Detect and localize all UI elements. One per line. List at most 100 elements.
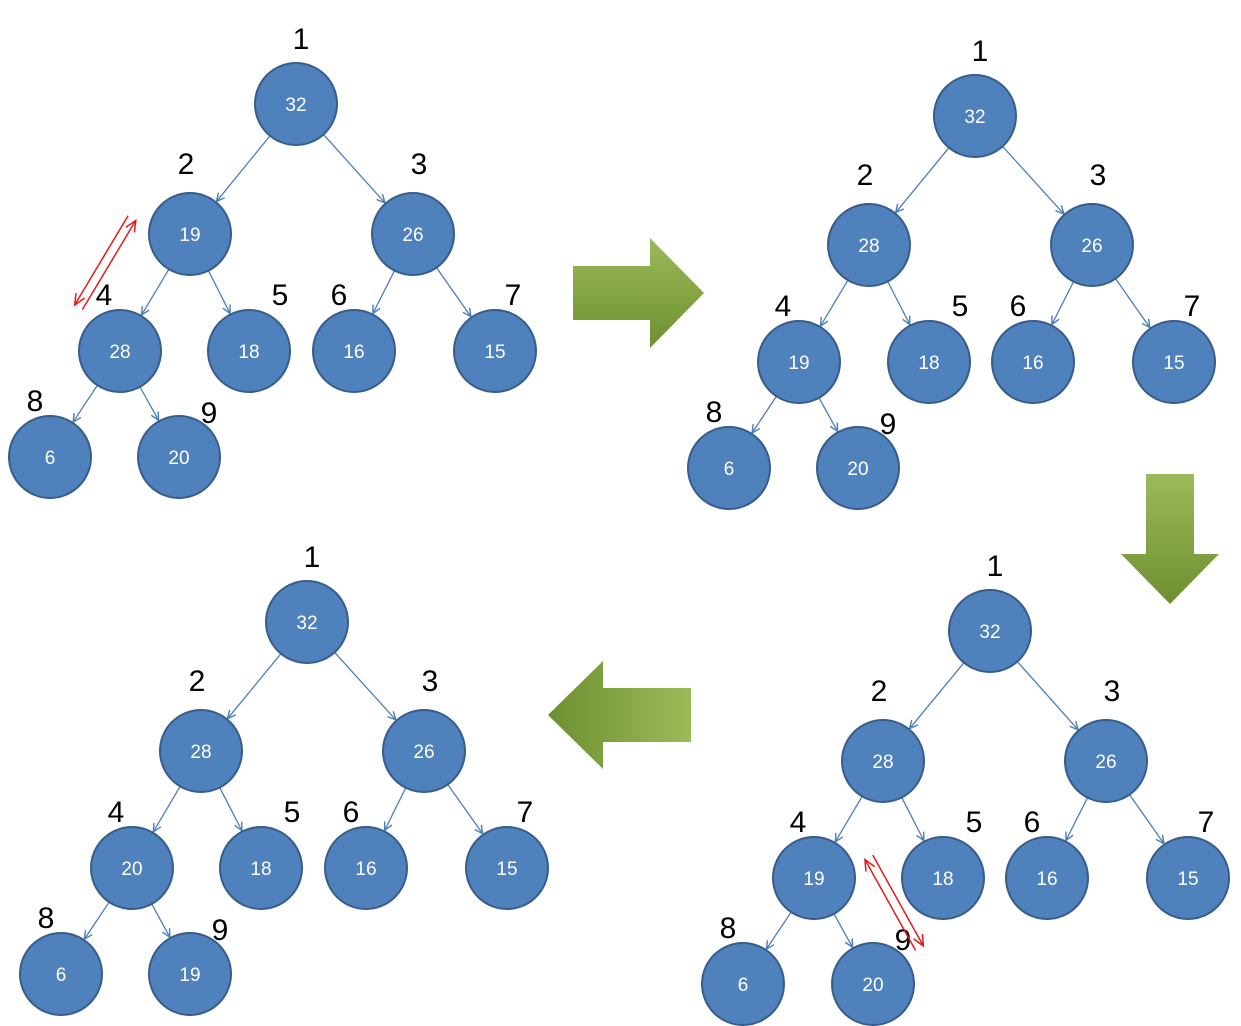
node-circle: [207, 309, 291, 393]
swap-arrow-1: [864, 854, 925, 951]
edge-2-5: [901, 797, 924, 840]
edge-4-8: [73, 384, 98, 422]
node-circle: [453, 309, 537, 393]
node-circle: [8, 415, 92, 499]
step-arrow-left: [548, 661, 691, 769]
node-index: 8: [27, 385, 44, 418]
heap-node-7: 15 7: [1132, 290, 1216, 404]
node-index: 9: [201, 397, 218, 430]
node-index: 5: [966, 806, 983, 839]
node-circle: [1050, 203, 1134, 287]
node-value: 28: [872, 752, 893, 773]
node-index: 3: [1104, 675, 1121, 708]
swap-arrow-0: [73, 215, 137, 311]
node-value: 19: [179, 225, 200, 246]
heap-node-3: 263: [1050, 159, 1134, 287]
node-value: 32: [964, 107, 985, 128]
node-index: 9: [895, 924, 912, 957]
heap-node-6: 16 6: [991, 290, 1075, 404]
edge-1-3: [1016, 661, 1078, 730]
node-value: 19: [788, 353, 809, 374]
step-arrow-down: [1121, 474, 1219, 604]
heap-node-8: 68: [687, 396, 771, 510]
heap-node-8: 68: [701, 912, 785, 1026]
edge-3-6: [385, 787, 407, 831]
node-value: 20: [847, 459, 868, 480]
node-value: 28: [109, 342, 130, 363]
node-circle: [159, 709, 243, 793]
heap-node-9: 209: [816, 408, 900, 510]
node-value: 18: [932, 869, 953, 890]
swap-arrow-up: [81, 218, 137, 311]
edge-4-8: [766, 911, 792, 949]
heap-node-7: 157: [465, 796, 549, 910]
node-index: 7: [1198, 806, 1215, 839]
node-index: 1: [293, 23, 310, 56]
edge-3-7: [1128, 794, 1164, 844]
node-circle: [948, 589, 1032, 673]
node-index: 4: [775, 290, 792, 323]
node-index: 4: [108, 796, 125, 829]
heap-node-1: 321: [948, 550, 1032, 673]
heap-node-6: 16 6: [324, 796, 408, 910]
node-value: 16: [355, 859, 376, 880]
heap-node-5: 185: [207, 279, 291, 393]
node-circle: [219, 826, 303, 910]
edge-4-8: [752, 395, 777, 433]
node-value: 19: [179, 965, 200, 986]
swap-arrow-up: [864, 857, 917, 951]
node-value: 32: [296, 613, 317, 634]
node-value: 6: [724, 459, 735, 480]
node-index: 8: [38, 902, 55, 935]
edge-4-9: [151, 903, 170, 937]
edge-3-6: [1052, 281, 1075, 325]
heap-node-9: 209: [137, 397, 221, 499]
node-circle: [772, 836, 856, 920]
heap-node-2: 282: [827, 159, 911, 287]
node-value: 26: [402, 225, 423, 246]
node-circle: [1064, 719, 1148, 803]
heap-node-4: 204: [90, 796, 174, 910]
node-value: 26: [1081, 236, 1102, 257]
node-circle: [324, 826, 408, 910]
node-index: 7: [505, 279, 522, 312]
node-value: 18: [250, 859, 271, 880]
edge-4-9: [833, 913, 853, 947]
edge-4-9: [139, 386, 159, 420]
node-value: 16: [1022, 353, 1043, 374]
node-index: 2: [871, 675, 888, 708]
swap-arrow-down: [872, 854, 925, 948]
node-index: 6: [331, 279, 348, 312]
node-index: 2: [189, 665, 206, 698]
node-index: 1: [304, 541, 321, 574]
node-index: 6: [1010, 290, 1027, 323]
heap-node-2: 19 2: [148, 148, 232, 276]
node-value: 15: [1163, 353, 1184, 374]
node-index: 3: [411, 148, 428, 181]
heap-node-1: 32 1: [265, 541, 349, 664]
node-value: 16: [1036, 869, 1057, 890]
edge-1-3: [322, 134, 384, 202]
node-value: 26: [413, 742, 434, 763]
node-index: 6: [343, 796, 360, 829]
node-circle: [148, 932, 232, 1016]
heap-node-1: 321: [933, 35, 1017, 158]
node-circle: [1005, 836, 1089, 920]
heap-node-4: 19 4: [757, 290, 841, 404]
heap-node-9: 209: [831, 924, 915, 1026]
node-value: 32: [285, 95, 306, 116]
heap-node-6: 166: [1005, 806, 1089, 920]
edge-1-2: [217, 135, 271, 202]
node-circle: [1132, 320, 1216, 404]
edge-3-7: [447, 784, 483, 833]
edge-1-3: [334, 651, 396, 720]
edge-4-9: [818, 397, 838, 431]
node-index: 5: [272, 279, 289, 312]
node-index: 7: [1184, 290, 1201, 323]
heap-node-1: 32 1: [254, 23, 338, 146]
node-index: 2: [178, 148, 195, 181]
